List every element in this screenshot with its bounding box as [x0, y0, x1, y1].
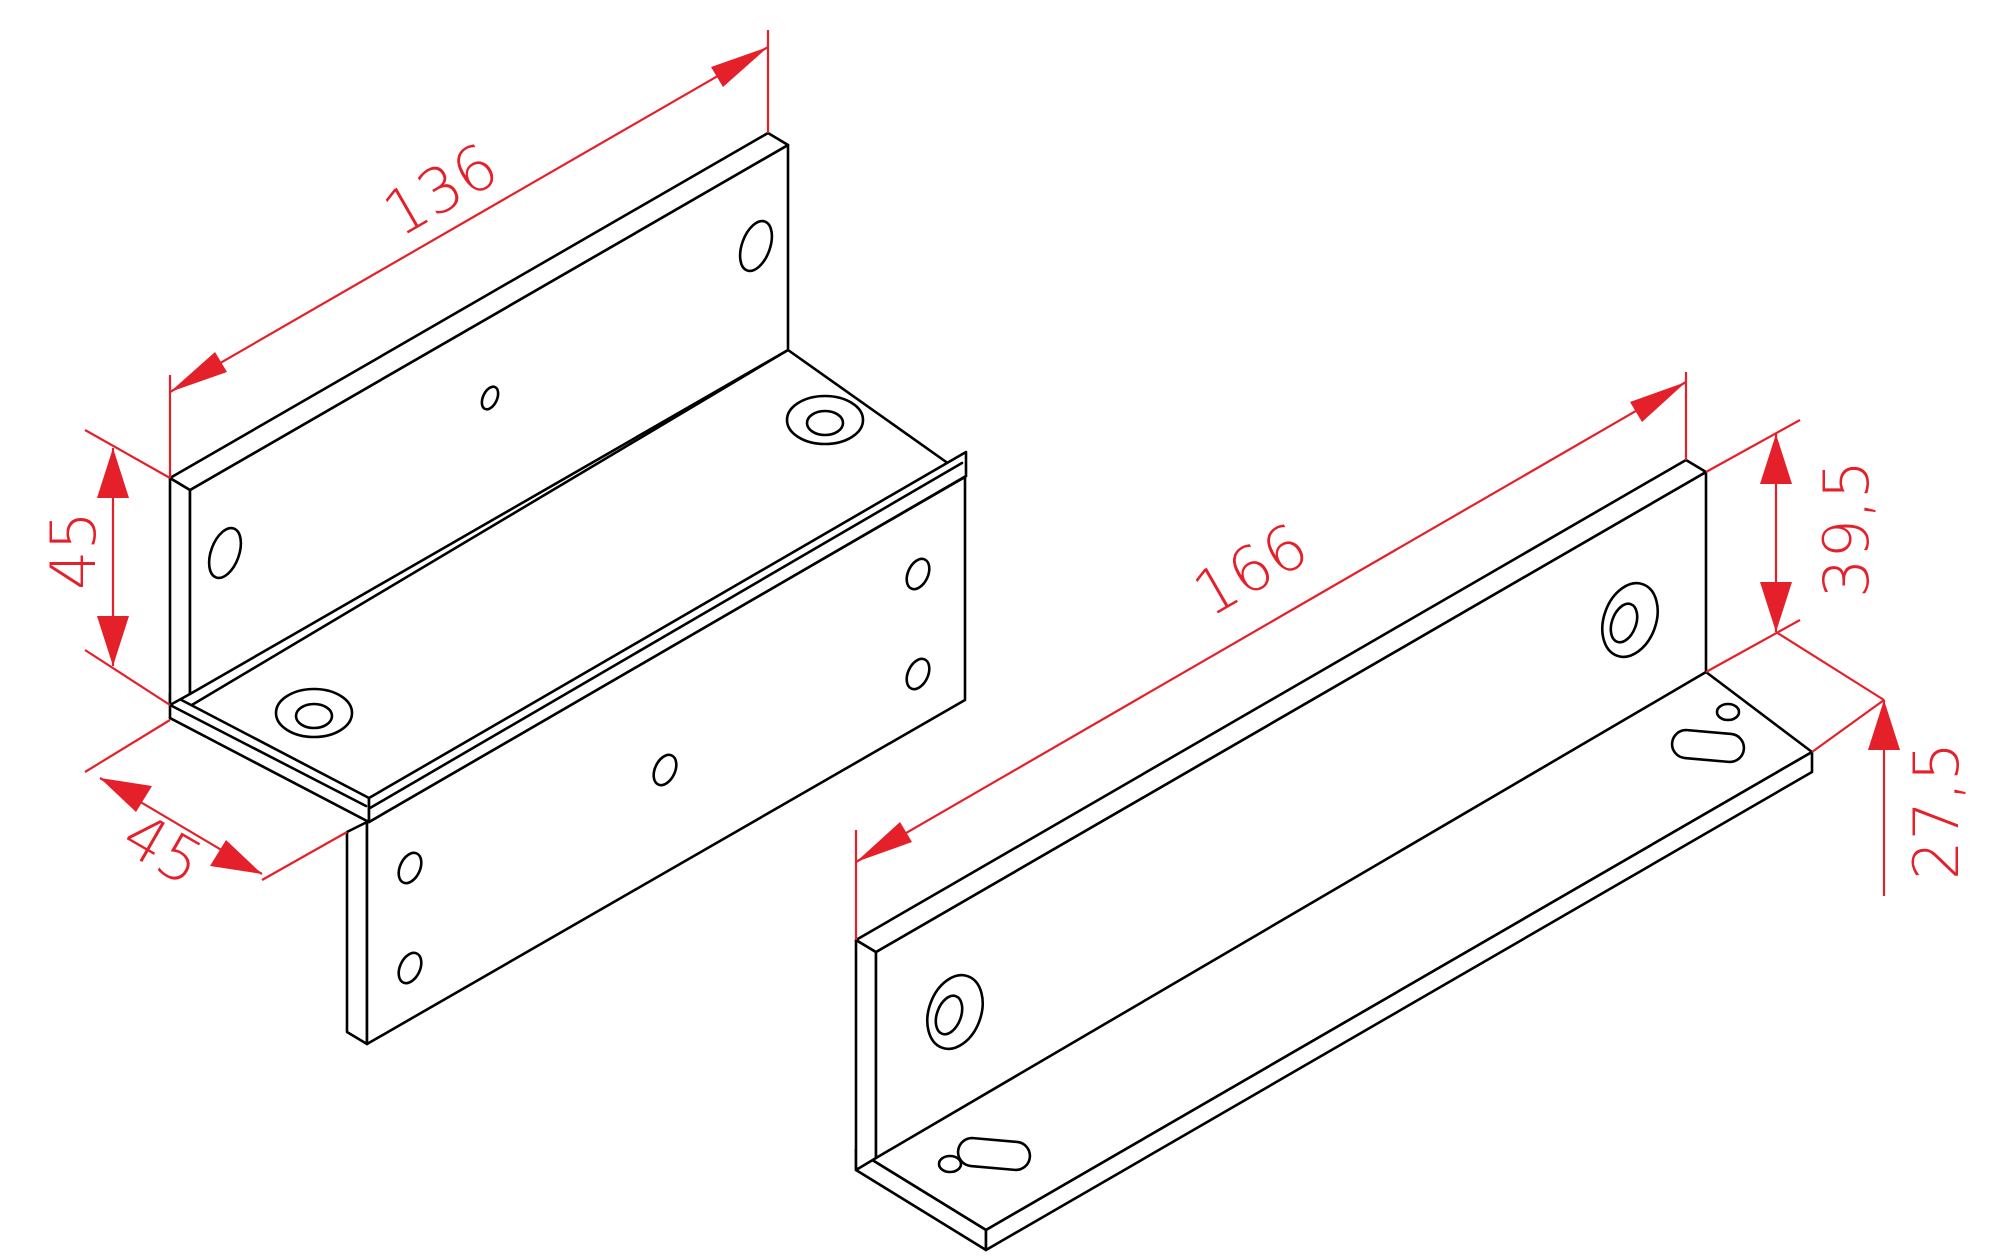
arrow-head	[97, 616, 129, 666]
z-screw-plate-left	[274, 687, 354, 739]
arrow-head	[210, 840, 262, 874]
dimension-39-5: 39,5	[1705, 419, 1883, 673]
z-hole-front-1	[397, 851, 423, 885]
l-hole-flange-right	[1601, 581, 1659, 659]
z-hole-back-left	[207, 526, 243, 580]
l-hole-flange-right-inner	[1609, 602, 1639, 644]
l-bracket-base-side-edge	[984, 750, 1814, 1252]
z-bracket	[168, 131, 968, 1046]
arrow-head	[856, 822, 912, 862]
z-hole-small-center	[480, 385, 500, 411]
l-slot-right	[1670, 728, 1746, 764]
l-hole-base-left	[937, 1154, 963, 1174]
z-bracket-plate-side-edge	[367, 450, 968, 824]
z-hole-front-3	[652, 753, 678, 787]
z-screw-plate-left-inner	[294, 702, 334, 730]
z-bracket-bottom-flange	[345, 820, 369, 1046]
arrow-head	[711, 47, 768, 87]
arrow-head	[170, 352, 227, 392]
z-hole-front-2	[397, 951, 423, 985]
z-screw-plate-right-inner	[805, 409, 845, 437]
l-bracket	[854, 458, 1814, 1252]
l-bracket-flange-end	[854, 938, 878, 1172]
z-bracket-serrated-edge	[170, 461, 964, 810]
dimension-label-27-5: 27,5	[1900, 742, 1973, 880]
dimension-label-45-depth: 45	[111, 798, 216, 901]
dimension-label-45-height: 45	[37, 511, 110, 590]
dimension-label-166: 166	[1181, 509, 1320, 631]
z-hole-back-right	[738, 219, 774, 273]
arrow-head	[1868, 700, 1900, 750]
arrow-head	[1760, 434, 1792, 484]
z-hole-front-4	[905, 557, 931, 591]
l-slot-left	[956, 1136, 1032, 1172]
arrow-head	[100, 778, 152, 812]
arrow-head	[1630, 382, 1686, 422]
dimension-label-136: 136	[371, 129, 510, 251]
l-hole-flange-left-inner	[934, 994, 964, 1036]
dimension-label-39-5: 39,5	[1810, 460, 1883, 598]
z-bracket-back-flange-top	[168, 131, 790, 492]
arrow-head	[1760, 582, 1792, 632]
z-screw-plate-right	[785, 394, 865, 446]
z-hole-front-5	[905, 657, 931, 691]
l-hole-flange-left	[926, 973, 984, 1051]
arrow-head	[97, 448, 129, 498]
l-hole-base-right	[1715, 702, 1741, 722]
z-bracket-back-flange	[168, 476, 192, 707]
dimension-27-5: 27,5	[1775, 631, 1973, 896]
dimension-45-height: 45	[37, 429, 171, 706]
